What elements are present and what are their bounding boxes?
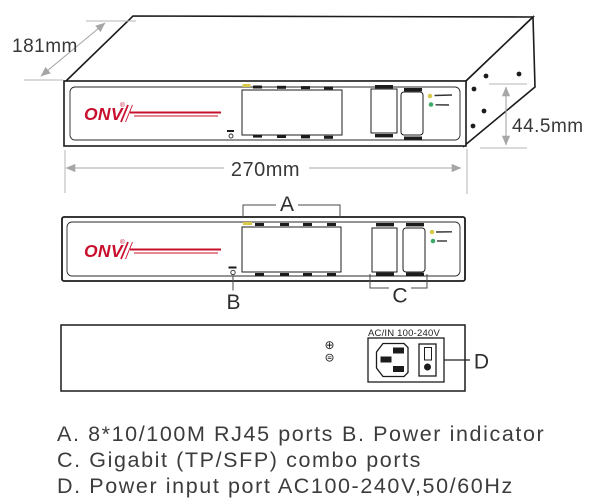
led-indicator-green-front — [430, 238, 447, 244]
rj45-latch-ticks — [242, 84, 333, 139]
callout-b-label: B — [226, 291, 240, 314]
width-dimension-label: 270mm — [231, 159, 300, 181]
callout-c-bracket-right — [411, 274, 428, 289]
ground-screw-icon: ⊕ — [324, 338, 334, 352]
callout-d-label: D — [474, 351, 489, 374]
sfp-slot-1 — [370, 88, 398, 134]
ac-inlet-socket — [375, 342, 409, 378]
ac-inlet-pin-top — [393, 347, 404, 354]
chassis-top-face — [63, 15, 535, 83]
sfp-slot-1-front — [371, 227, 398, 273]
fuse-holder — [418, 343, 437, 377]
legend-item-b: B. Power indicator — [342, 422, 545, 446]
callout-a-bracket-left — [242, 204, 276, 217]
dimension-annotations: 181mm 270mm 44.5mm — [12, 20, 584, 194]
legend-item-d: D. Power input port AC100-240V,50/60Hz — [57, 474, 514, 498]
power-indicator — [227, 130, 234, 139]
legend: A. 8*10/100M RJ45 ports B. Power indicat… — [57, 422, 545, 498]
callout-c-label: C — [392, 285, 407, 308]
registered-mark: ® — [120, 101, 125, 109]
ac-inlet-pin-bottom — [393, 366, 404, 372]
power-indicator-front — [228, 266, 237, 276]
sfp-slot-2 — [400, 91, 424, 136]
rj45-port-block — [241, 89, 343, 136]
earth-ground-icon: ⊜ — [324, 351, 334, 365]
led-indicator-yellow — [427, 93, 453, 99]
height-dimension-label: 44.5mm — [512, 116, 584, 137]
side-vent-holes — [470, 71, 522, 129]
rj45-port-block-front — [241, 226, 342, 273]
brand-logo-front: ONV ® — [84, 238, 221, 261]
led-indicator-green — [428, 102, 450, 107]
ac-input-label: AC/IN 100-240V — [368, 328, 440, 339]
legend-item-c: C. Gigabit (TP/SFP) combo ports — [57, 448, 422, 472]
brand-logo: ONV ® — [84, 101, 221, 124]
depth-dimension-label: 181mm — [12, 36, 78, 57]
ac-inlet-pin-left — [380, 356, 392, 363]
legend-item-a: A. 8*10/100M RJ45 ports — [57, 422, 334, 446]
isometric-view: ONV ® — [63, 15, 536, 148]
callout-c-bracket-left — [369, 274, 389, 289]
rj45-latch-ticks-front — [243, 222, 336, 276]
sfp-slot-ticks — [375, 85, 422, 140]
callout-a-label: A — [280, 193, 294, 216]
led-indicator-yellow-front — [429, 229, 453, 235]
registered-mark: ® — [120, 238, 125, 246]
sfp-slot-ticks-front — [376, 223, 424, 276]
sfp-slot-2-front — [402, 227, 426, 273]
brand-logo-text: ONV — [84, 104, 124, 124]
front-panel-inset — [69, 86, 461, 141]
depth-dimension-line — [40, 22, 106, 77]
callout-a-bracket-right — [298, 204, 341, 217]
rear-view: ⊕ ⊜ AC/IN 100-240V D — [60, 324, 489, 392]
brand-logo-text: ONV — [84, 241, 124, 261]
front-view: ONV ® A B — [61, 193, 466, 314]
